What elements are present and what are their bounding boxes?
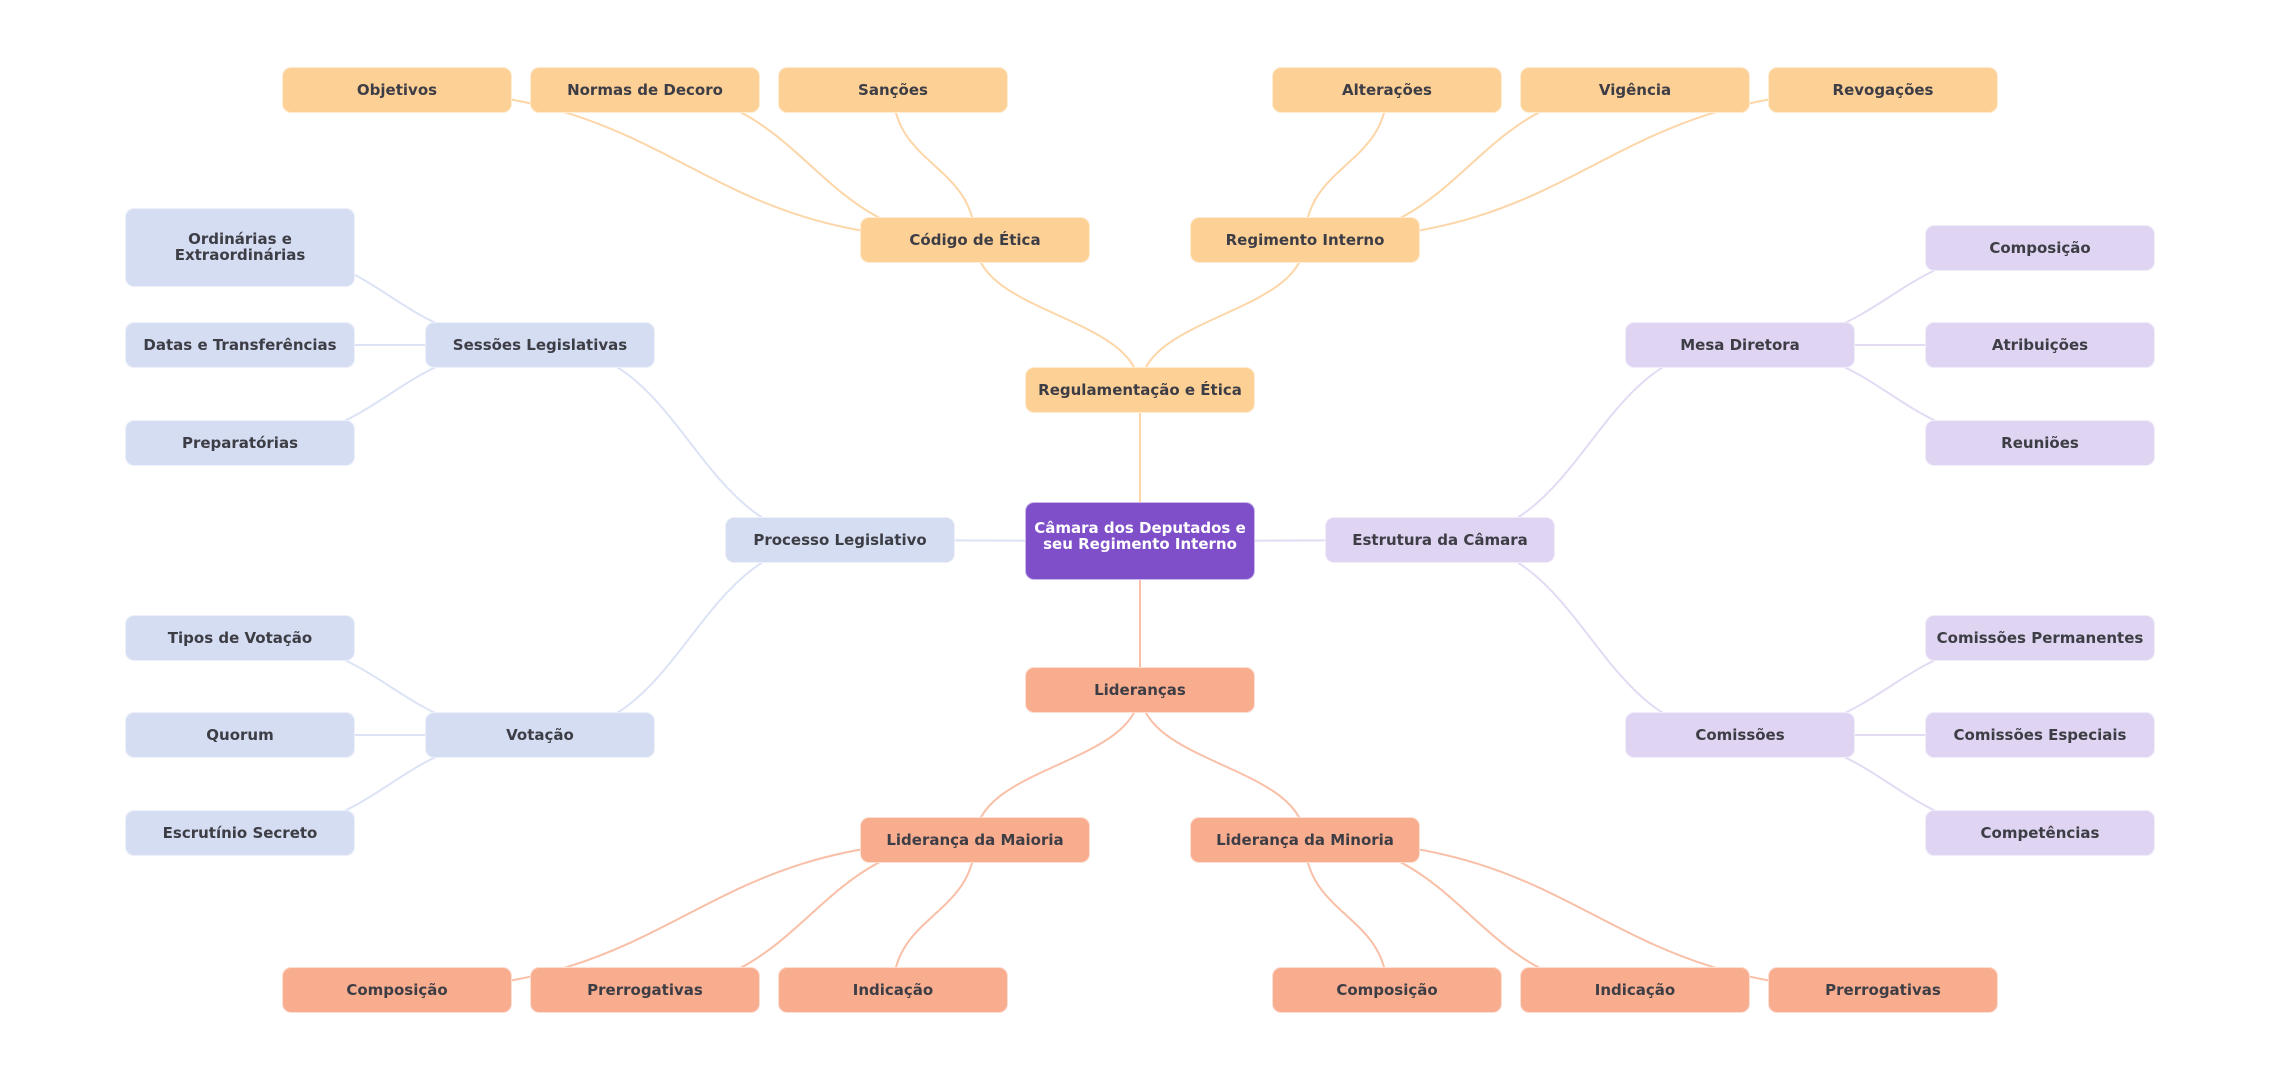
node-codigo-etica[interactable]: Código de Ética <box>860 217 1090 263</box>
node-label: Composição <box>1989 239 2091 257</box>
node-label: Prerrogativas <box>1825 981 1941 999</box>
connector-codigo-etica-to-sancoes <box>892 89 976 241</box>
node-label: Mesa Diretora <box>1680 336 1800 354</box>
node-label: Câmara dos Deputados e seu Regimento Int… <box>1034 519 1246 553</box>
node-mesa-composicao[interactable]: Composição <box>1925 225 2155 271</box>
node-label: Sanções <box>858 81 928 99</box>
node-label: Estrutura da Câmara <box>1352 531 1528 549</box>
node-label: Código de Ética <box>909 231 1041 249</box>
connector-estrutura-to-mesa-diretora <box>1439 344 1741 541</box>
node-minoria-composicao[interactable]: Composição <box>1272 967 1502 1013</box>
node-label: Liderança da Maioria <box>886 831 1064 849</box>
connector-lideranca-minoria-to-minoria-composicao <box>1304 839 1388 991</box>
node-label: Preparatórias <box>181 434 298 452</box>
node-revogacoes[interactable]: Revogações <box>1768 67 1998 113</box>
node-sancoes[interactable]: Sanções <box>778 67 1008 113</box>
node-label: Revogações <box>1832 81 1934 99</box>
node-label: Indicação <box>1594 981 1676 999</box>
node-label: Vigência <box>1598 81 1672 99</box>
node-label: Composição <box>346 981 448 999</box>
node-reg-etica[interactable]: Regulamentação e Ética <box>1025 367 1255 413</box>
node-quorum[interactable]: Quorum <box>125 712 355 758</box>
connector-processo-legislativo-to-sessoes <box>539 344 841 541</box>
node-atribuicoes[interactable]: Atribuições <box>1925 322 2155 368</box>
node-reunioes[interactable]: Reuniões <box>1925 420 2155 466</box>
node-objetivos[interactable]: Objetivos <box>282 67 512 113</box>
node-label: Comissões Permanentes <box>1936 629 2144 647</box>
node-maioria-composicao[interactable]: Composição <box>282 967 512 1013</box>
node-label: Normas de Decoro <box>567 81 723 99</box>
node-votacao[interactable]: Votação <box>425 712 655 758</box>
node-label: Reuniões <box>2001 434 2079 452</box>
node-label: Liderança da Minoria <box>1216 831 1394 849</box>
node-comissoes-especiais[interactable]: Comissões Especiais <box>1925 712 2155 758</box>
node-label: Prerrogativas <box>587 981 703 999</box>
node-label: Tipos de Votação <box>167 629 313 647</box>
node-label: Quorum <box>206 726 274 744</box>
node-maioria-prerrogativas[interactable]: Prerrogativas <box>530 967 760 1013</box>
node-label: Atribuições <box>1991 336 2089 354</box>
node-label: Objetivos <box>356 81 438 99</box>
connector-estrutura-to-comissoes <box>1439 539 1741 736</box>
node-lideranca-maioria[interactable]: Liderança da Maioria <box>860 817 1090 863</box>
connector-processo-legislativo-to-votacao <box>539 539 841 736</box>
node-normas-decoro[interactable]: Normas de Decoro <box>530 67 760 113</box>
node-label: Processo Legislativo <box>753 531 927 549</box>
node-label: Escrutínio Secreto <box>162 824 318 842</box>
node-comissoes[interactable]: Comissões <box>1625 712 1855 758</box>
connector-lideranca-maioria-to-maioria-indicacao <box>892 839 976 991</box>
node-root[interactable]: Câmara dos Deputados e seu Regimento Int… <box>1025 502 1255 580</box>
node-label: Votação <box>506 726 574 744</box>
node-label: Sessões Legislativas <box>452 336 628 354</box>
node-sessoes[interactable]: Sessões Legislativas <box>425 322 655 368</box>
node-maioria-indicacao[interactable]: Indicação <box>778 967 1008 1013</box>
node-vigencia[interactable]: Vigência <box>1520 67 1750 113</box>
node-label: Regimento Interno <box>1225 231 1385 249</box>
node-minoria-indicacao[interactable]: Indicação <box>1520 967 1750 1013</box>
node-label: Composição <box>1336 981 1438 999</box>
node-processo-legislativo[interactable]: Processo Legislativo <box>725 517 955 563</box>
node-comissoes-permanentes[interactable]: Comissões Permanentes <box>1925 615 2155 661</box>
node-escrutinio[interactable]: Escrutínio Secreto <box>125 810 355 856</box>
node-label: Lideranças <box>1094 681 1186 699</box>
node-label: Competências <box>1980 824 2100 842</box>
node-preparatorias[interactable]: Preparatórias <box>125 420 355 466</box>
node-ordinarias[interactable]: Ordinárias e Extraordinárias <box>125 208 355 287</box>
node-regimento-interno[interactable]: Regimento Interno <box>1190 217 1420 263</box>
node-estrutura[interactable]: Estrutura da Câmara <box>1325 517 1555 563</box>
node-label: Indicação <box>852 981 934 999</box>
node-competencias[interactable]: Competências <box>1925 810 2155 856</box>
node-label: Ordinárias e Extraordinárias <box>174 230 306 264</box>
node-mesa-diretora[interactable]: Mesa Diretora <box>1625 322 1855 368</box>
node-minoria-prerrogativas[interactable]: Prerrogativas <box>1768 967 1998 1013</box>
node-label: Comissões <box>1695 726 1785 744</box>
connector-reg-etica-to-regimento-interno <box>1139 239 1306 391</box>
node-label: Regulamentação e Ética <box>1038 381 1242 399</box>
connector-liderancas-to-lideranca-maioria <box>974 689 1141 841</box>
node-lideranca-minoria[interactable]: Liderança da Minoria <box>1190 817 1420 863</box>
node-label: Alterações <box>1342 81 1432 99</box>
node-tipos-votacao[interactable]: Tipos de Votação <box>125 615 355 661</box>
node-datas[interactable]: Datas e Transferências <box>125 322 355 368</box>
node-label: Comissões Especiais <box>1953 726 2127 744</box>
node-liderancas[interactable]: Lideranças <box>1025 667 1255 713</box>
connector-regimento-interno-to-alteracoes <box>1304 89 1388 241</box>
node-label: Datas e Transferências <box>143 336 337 354</box>
connector-reg-etica-to-codigo-etica <box>974 239 1141 391</box>
node-alteracoes[interactable]: Alterações <box>1272 67 1502 113</box>
connector-liderancas-to-lideranca-minoria <box>1139 689 1306 841</box>
